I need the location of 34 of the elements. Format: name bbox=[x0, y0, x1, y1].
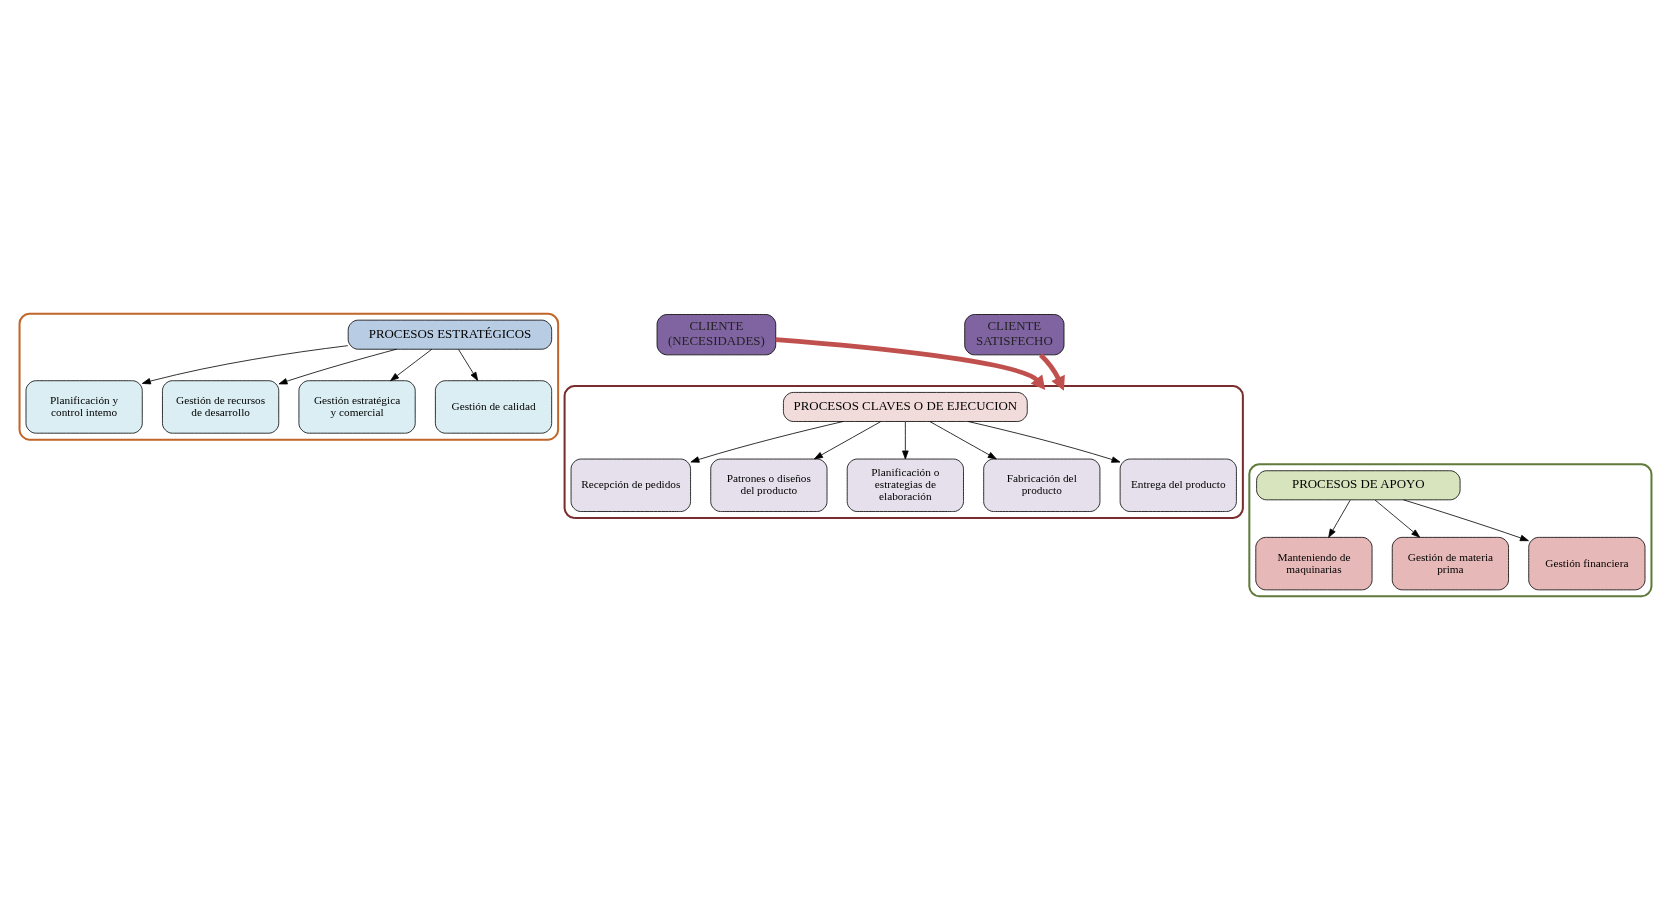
node-box: Planificación o estrategias de elaboración bbox=[846, 458, 964, 512]
node-box: PROCESOS ESTRATÉGICOS bbox=[347, 319, 553, 350]
cluster bbox=[563, 384, 1244, 519]
arrow bbox=[929, 420, 997, 459]
node-box: PROCESOS DE APOYO bbox=[1256, 469, 1461, 500]
cluster bbox=[1248, 462, 1653, 597]
node-box: Gestión de materia prima bbox=[1391, 536, 1509, 590]
arrow bbox=[967, 420, 1121, 463]
node-box: Recepción de pedidos bbox=[570, 458, 691, 512]
arrow bbox=[1374, 499, 1421, 538]
arrow bbox=[1039, 352, 1065, 391]
node-box: Gestión de recursos de desarrollo bbox=[162, 379, 280, 434]
arrow bbox=[458, 348, 479, 381]
arrow bbox=[690, 420, 844, 463]
arrow bbox=[1328, 499, 1351, 538]
node-box: Gestión financiera bbox=[1528, 536, 1646, 590]
arrow bbox=[1403, 498, 1529, 541]
arrow bbox=[902, 420, 909, 459]
node-box: Fabricación del producto bbox=[983, 458, 1101, 512]
node-box: PROCESOS CLAVES O DE EJECUCION bbox=[783, 391, 1028, 422]
node-box: CLIENTE (NECESIDADES) bbox=[656, 313, 777, 355]
node-box: Planificación y control intemo bbox=[25, 379, 143, 434]
arrow bbox=[813, 420, 882, 459]
node-box: Entrega del producto bbox=[1119, 458, 1237, 512]
node-box: Manteniendo de maquinarias bbox=[1255, 536, 1373, 590]
node-box: CLIENTE SATISFECHO bbox=[964, 313, 1065, 355]
arrow bbox=[278, 348, 397, 384]
arrow bbox=[390, 348, 433, 381]
arrow bbox=[141, 344, 349, 384]
arrow bbox=[775, 336, 1046, 390]
cluster bbox=[18, 312, 560, 441]
node-box: Patrones o diseños del producto bbox=[710, 458, 828, 512]
node-box: Gestión de calidad bbox=[435, 379, 553, 434]
node-box: Gestión estratégica y comercial bbox=[298, 379, 416, 434]
